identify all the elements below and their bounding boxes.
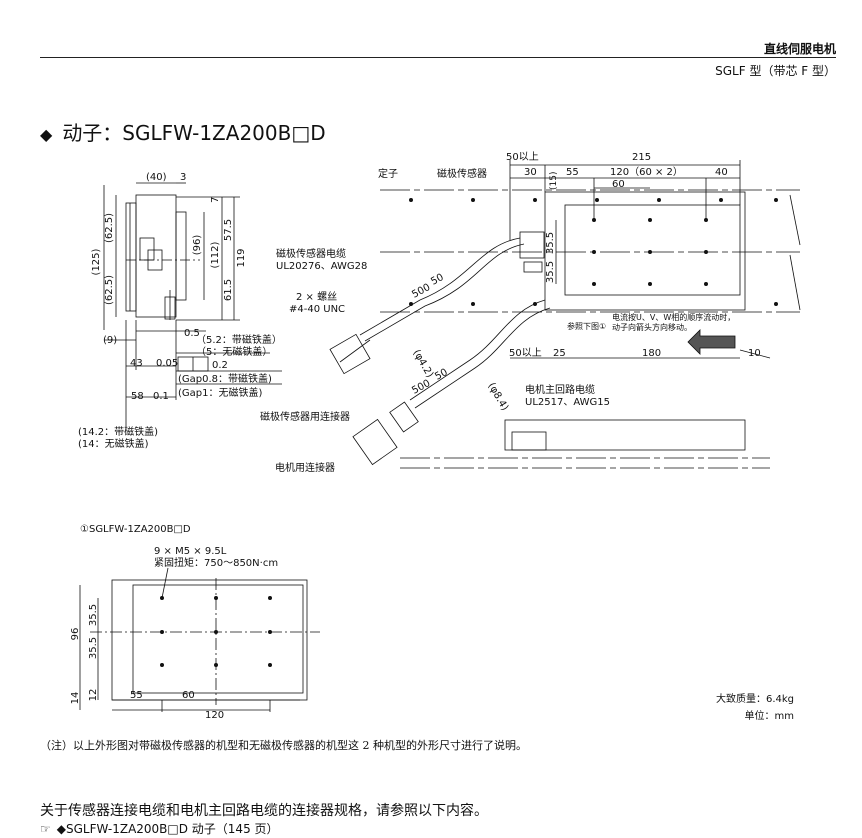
mass-label: 大致质量：6.4kg	[715, 694, 794, 705]
svg-text:(φ8.4): (φ8.4)	[485, 381, 510, 413]
svg-text:9 × M5 × 9.5L: 9 × M5 × 9.5L	[154, 546, 227, 557]
svg-text:60: 60	[612, 179, 625, 190]
svg-text:电流按U、V、W相的顺序流动时，: 电流按U、V、W相的顺序流动时，	[612, 312, 735, 322]
svg-text:电机主回路电缆: 电机主回路电缆	[525, 383, 595, 396]
svg-text:60: 60	[182, 690, 195, 701]
svg-text:58: 58	[131, 391, 144, 402]
side-view-dims: (40) 3 7 (125) (62.5) (62.5) (96) (112) …	[78, 172, 282, 450]
stator-holes	[409, 198, 778, 306]
svg-text:（5.2：带磁铁盖）: （5.2：带磁铁盖）	[196, 333, 282, 346]
svg-text:0.5: 0.5	[184, 328, 200, 339]
reference-text: 关于传感器连接电缆和电机主回路电缆的连接器规格，请参照以下内容。	[40, 803, 488, 819]
pointing-hand-icon: ☞	[40, 822, 51, 836]
svg-text:35.5: 35.5	[88, 604, 99, 626]
reference-link-row[interactable]: ☞ ◆SGLFW-1ZA200B□D 动子（145 页）	[40, 820, 279, 837]
svg-text:定子: 定子	[378, 167, 398, 180]
svg-text:紧固扭矩：750～850N·cm: 紧固扭矩：750～850N·cm	[154, 556, 278, 569]
svg-text:30: 30	[524, 167, 537, 178]
svg-text:96: 96	[70, 628, 81, 641]
svg-text:参照下图①: 参照下图①	[567, 321, 606, 331]
svg-text:(62.5): (62.5)	[104, 275, 115, 305]
footnote: （注）以上外形图对带磁极传感器的机型和无磁极传感器的机型这 2 种机型的外形尺寸…	[40, 739, 527, 752]
svg-text:10: 10	[748, 348, 761, 359]
svg-text:119: 119	[236, 248, 247, 267]
svg-text:UL20276、AWG28: UL20276、AWG28	[276, 261, 367, 272]
svg-text:500: 500	[410, 282, 432, 301]
svg-text:(112): (112)	[210, 241, 221, 268]
section-title: ◆ 动子：SGLFW-1ZA200B□D	[40, 117, 326, 146]
svg-text:180: 180	[642, 348, 661, 359]
header-subtitle: SGLF 型（带芯 F 型）	[715, 64, 836, 78]
svg-text:12: 12	[88, 689, 99, 702]
svg-text:(15): (15)	[549, 172, 559, 190]
svg-text:43: 43	[130, 358, 143, 369]
svg-text:电机用连接器: 电机用连接器	[275, 461, 335, 474]
top-view	[329, 160, 801, 469]
svg-text:磁极传感器用连接器: 磁极传感器用连接器	[260, 410, 350, 423]
svg-text:55: 55	[130, 690, 143, 701]
svg-text:50以上: 50以上	[509, 347, 542, 359]
svg-text:50: 50	[429, 272, 445, 288]
svg-text:3: 3	[180, 172, 186, 183]
svg-text:0.2: 0.2	[212, 360, 228, 371]
svg-text:50: 50	[433, 367, 449, 383]
svg-text:(Gap0.8：带磁铁盖): (Gap0.8：带磁铁盖)	[178, 372, 272, 385]
svg-text:500: 500	[410, 378, 432, 397]
svg-text:25: 25	[553, 348, 566, 359]
svg-text:(14.2：带磁铁盖): (14.2：带磁铁盖)	[78, 425, 158, 438]
side-view	[103, 182, 282, 430]
svg-text:0.1: 0.1	[153, 391, 169, 402]
svg-text:#4-40 UNC: #4-40 UNC	[289, 304, 345, 315]
detail-view-text: ①SGLFW-1ZA200B□D 9 × M5 × 9.5L 紧固扭矩：750～…	[70, 524, 278, 721]
svg-text:57.5: 57.5	[223, 219, 234, 241]
svg-text:(96): (96)	[192, 235, 203, 256]
svg-text:（5：无磁铁盖）: （5：无磁铁盖）	[196, 345, 272, 358]
svg-text:215: 215	[632, 152, 651, 163]
svg-text:35.5: 35.5	[545, 261, 556, 283]
svg-text:(62.5): (62.5)	[104, 213, 115, 243]
svg-text:(40): (40)	[146, 172, 167, 183]
svg-text:(φ4.2): (φ4.2)	[410, 348, 435, 380]
svg-text:35.5: 35.5	[88, 637, 99, 659]
svg-text:50以上: 50以上	[506, 151, 539, 163]
svg-text:(125): (125)	[91, 248, 102, 275]
svg-text:(9): (9)	[103, 335, 117, 346]
svg-text:14: 14	[70, 692, 81, 705]
svg-text:120（60 × 2）: 120（60 × 2）	[610, 166, 683, 178]
svg-text:120: 120	[205, 710, 224, 721]
section-title-text: 动子：SGLFW-1ZA200B□D	[62, 121, 326, 145]
svg-text:61.5: 61.5	[223, 279, 234, 301]
svg-text:(14：无磁铁盖): (14：无磁铁盖)	[78, 437, 149, 450]
svg-text:①SGLFW-1ZA200B□D: ①SGLFW-1ZA200B□D	[80, 524, 191, 535]
svg-text:35.5: 35.5	[545, 232, 556, 254]
svg-text:(Gap1：无磁铁盖): (Gap1：无磁铁盖)	[178, 386, 262, 399]
svg-text:55: 55	[566, 167, 579, 178]
reference-link[interactable]: ◆SGLFW-1ZA200B□D 动子（145 页）	[56, 822, 279, 836]
diamond-icon: ◆	[40, 125, 53, 144]
svg-text:40: 40	[715, 167, 728, 178]
svg-text:2 × 螺丝: 2 × 螺丝	[296, 291, 337, 303]
svg-text:动子向箭头方向移动。: 动子向箭头方向移动。	[612, 322, 692, 332]
svg-text:磁极传感器电缆: 磁极传感器电缆	[276, 247, 346, 260]
header-title: 直线伺服电机	[763, 42, 836, 56]
unit-label: 单位：mm	[744, 711, 794, 722]
svg-text:7: 7	[210, 197, 221, 203]
detail-view	[79, 567, 320, 712]
svg-text:磁极传感器: 磁极传感器	[437, 167, 487, 180]
svg-text:UL2517、AWG15: UL2517、AWG15	[525, 397, 610, 408]
svg-text:0.05: 0.05	[156, 358, 178, 369]
header-rule	[40, 57, 836, 58]
